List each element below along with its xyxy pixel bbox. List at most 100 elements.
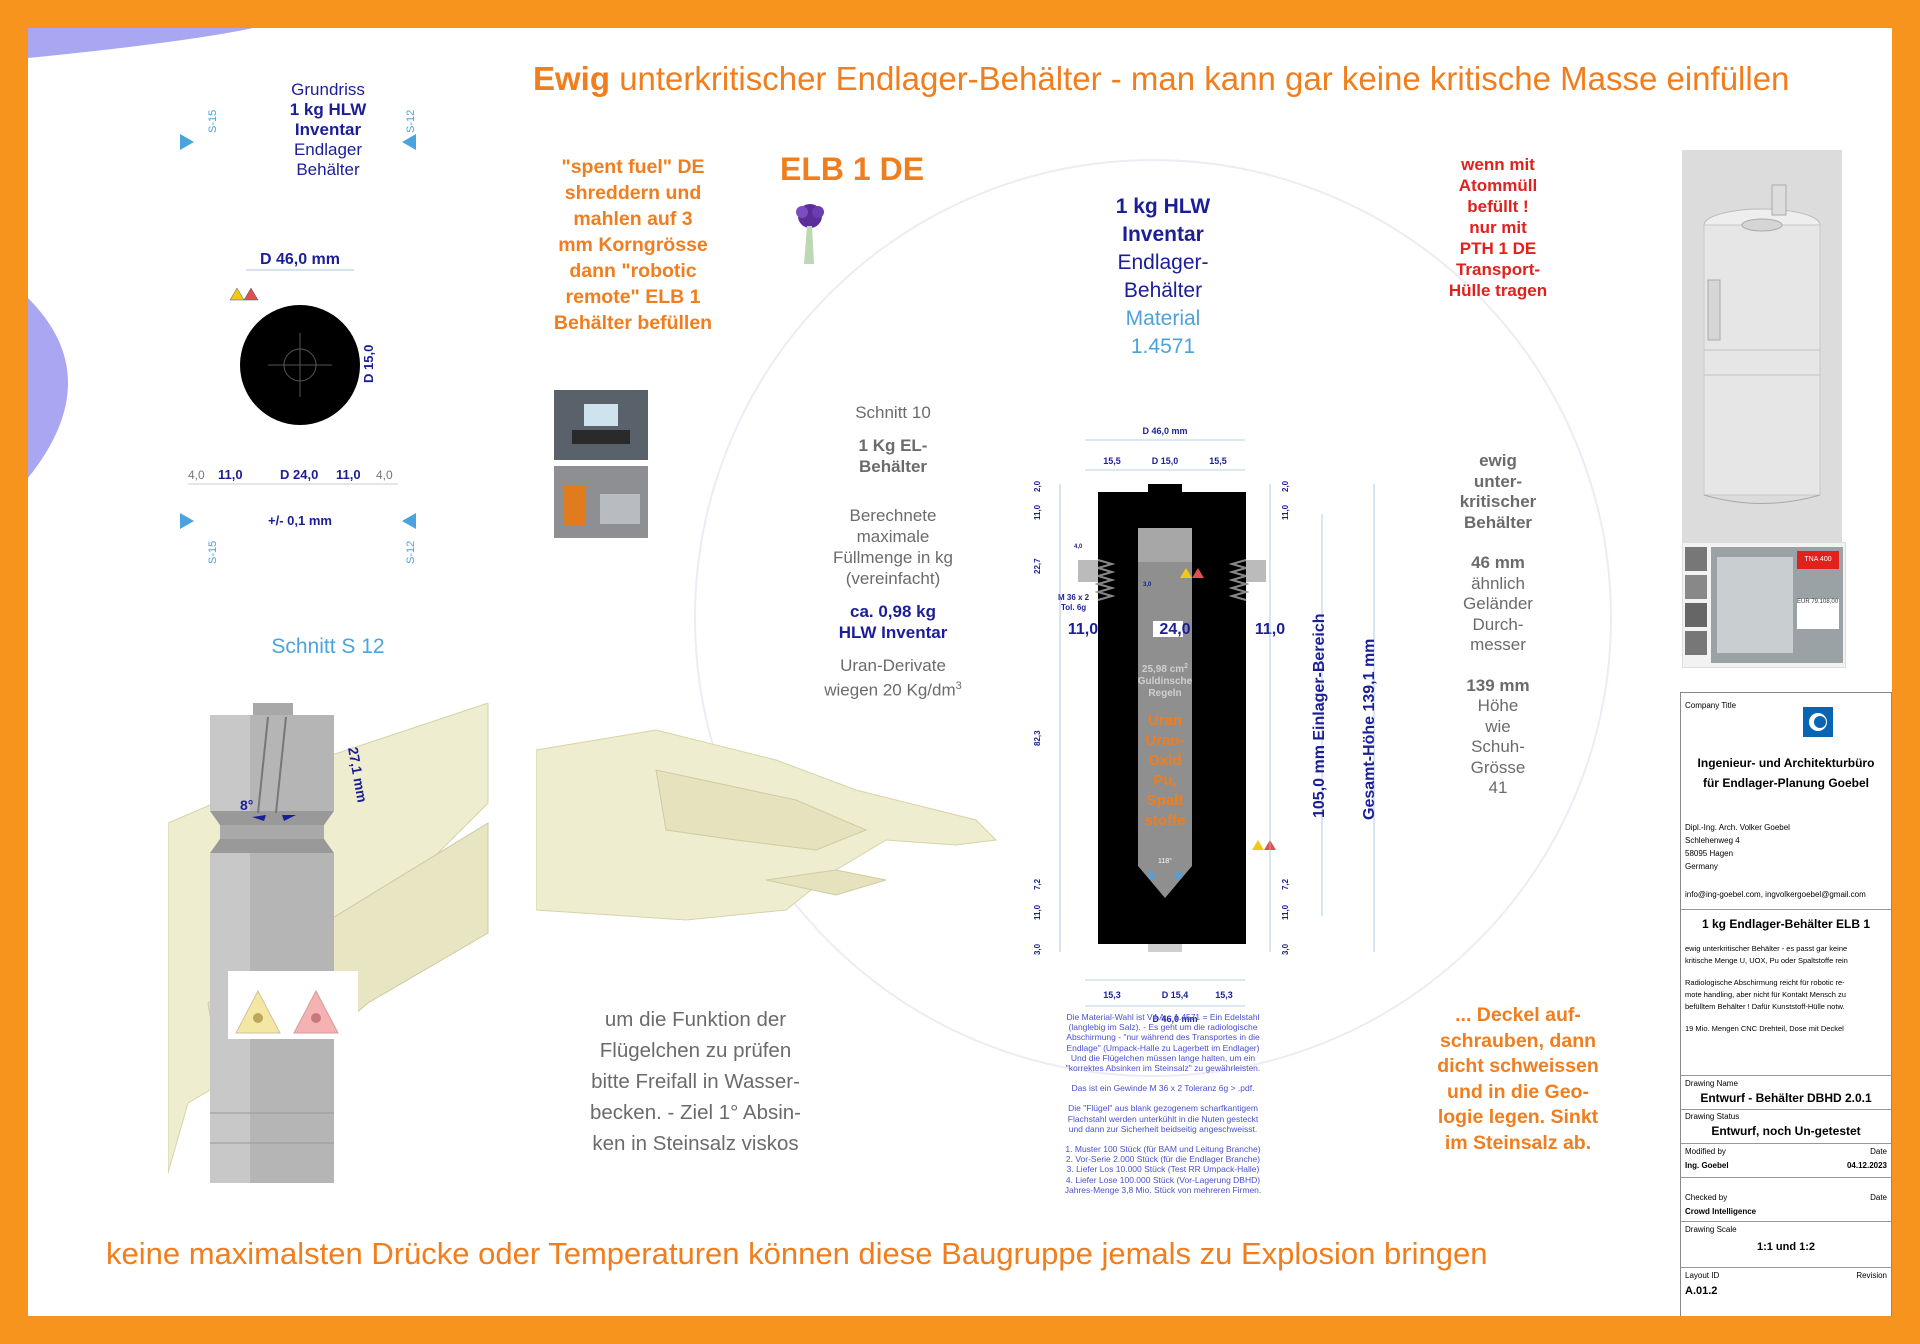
modified-by-label: Modified by	[1685, 1147, 1726, 1156]
dim-bottom-b: D 15,4	[1162, 990, 1189, 1000]
part-title: 1 kg Endlager-Behälter ELB 1	[1701, 917, 1871, 931]
checked-date-label: Date	[1870, 1193, 1887, 1202]
layout-id-label: Layout ID	[1685, 1271, 1720, 1280]
inventory-line: Behälter	[1123, 279, 1203, 302]
checked-by: Crowd Intelligence	[1685, 1207, 1757, 1216]
area-text-2: Guldinsche	[1138, 676, 1193, 687]
left-dim-6: 11,0	[1033, 904, 1042, 920]
spent-fuel-note: "spent fuel" DE shreddern und mahlen auf…	[528, 154, 738, 336]
page-title: Ewig unterkritischer Endlager-Behälter -…	[533, 60, 1853, 98]
inventory-line: 1 kg HLW	[1115, 195, 1211, 218]
right-dim-4: 11,0	[1281, 904, 1290, 920]
section10-calc: (vereinfacht)	[845, 569, 941, 588]
section10-heading: Schnitt 10	[855, 403, 931, 422]
contents-6: stoffe	[1145, 812, 1186, 829]
schnitt-s12-render: 27,1 mm 8°	[168, 703, 489, 1183]
warning-line: befüllt !	[1467, 197, 1529, 216]
lavender-swoosh-left	[28, 298, 68, 478]
robot-photo-bottom	[554, 466, 648, 538]
desc-line: 19 Mio. Mengen CNC Drehteil, Dose mit De…	[1685, 1024, 1844, 1033]
section10-notes: Schnitt 10 1 Kg EL- Behälter Berechnete …	[798, 402, 988, 701]
ewig-line: kritischer	[1459, 492, 1537, 511]
left-dim-4: 82,3	[1033, 730, 1042, 746]
row-dim-b: 24,0	[1159, 621, 1190, 638]
container-3d-render	[1682, 150, 1842, 550]
drawing-name-label: Drawing Name	[1685, 1079, 1738, 1088]
revision-label: Revision	[1856, 1271, 1887, 1280]
drawing-status-label: Drawing Status	[1685, 1112, 1740, 1121]
grundriss-line: Grundriss	[291, 80, 365, 99]
section10-sub: 1 Kg EL-	[858, 436, 928, 455]
thread-spec-1: M 36 x 2	[1058, 593, 1090, 602]
grundriss-dim-bottom-b: 11,0	[218, 467, 243, 482]
deckel-line: dicht schweissen	[1437, 1055, 1599, 1077]
material-line: "korrektes Absinken im Steinsalz" zu gew…	[1065, 1063, 1261, 1074]
funktion-line: becken. - Ziel 1° Absin-	[589, 1101, 802, 1124]
deckel-line: logie legen. Sinkt	[1437, 1106, 1599, 1128]
material-line: (langlebig im Salz). - Es geht um die ra…	[1068, 1022, 1258, 1033]
section10-uran: wiegen 20 Kg/dm	[824, 680, 956, 700]
ewig-line: unter-	[1473, 471, 1523, 491]
ewig-line: ewig	[1479, 451, 1517, 470]
spent-fuel-line: dann "robotic	[569, 260, 697, 282]
company-title-label: Company Title	[1685, 701, 1737, 710]
contents-2: Uran-	[1145, 732, 1184, 749]
material-line: Jahres-Menge 3,8 Mio. Stück von mehreren…	[1064, 1184, 1262, 1195]
left-dim-5: 7,2	[1033, 878, 1042, 890]
small-dim-a: 4,0	[1074, 544, 1083, 550]
grundriss-line: 1 kg HLW	[289, 100, 367, 119]
cnc-machine-image: TNA 400 EUR 79.108,00	[1682, 542, 1846, 668]
hand-render	[536, 729, 998, 921]
spent-fuel-line: mm Korngrösse	[558, 234, 708, 256]
section-arrow-s12-bottom	[402, 513, 416, 529]
desc-line: Radiologische Abschirmung reicht für rob…	[1685, 978, 1845, 987]
warning-line: wenn mit	[1461, 155, 1535, 174]
section-drawing: D 46,0 mm 15,5 D 15,0 15,5 25,98 cm2 Gul…	[1033, 426, 1378, 1024]
spent-fuel-line: mahlen auf 3	[573, 208, 693, 230]
grundriss-dim-top: D 46,0 mm	[260, 251, 340, 268]
title-emphasis: Ewig	[533, 60, 611, 97]
material-line: Abschirmung - "nur während des Transport…	[1066, 1032, 1260, 1043]
right-dim-3: 7,2	[1281, 878, 1290, 890]
dim-top-a: 15,5	[1103, 456, 1121, 466]
section10-calc: Berechnete	[849, 506, 937, 525]
ewig-line: Durch-	[1472, 614, 1524, 634]
ewig-line: 41	[1488, 778, 1508, 797]
spent-fuel-line: remote" ELB 1	[565, 286, 701, 308]
deckel-line: schrauben, dann	[1439, 1029, 1597, 1052]
title-block: Company Title Ingenieur- und Architektur…	[1680, 692, 1892, 1316]
right-dim-1: 2,0	[1281, 480, 1290, 492]
robot-photo-top	[554, 390, 648, 460]
ewig-line: Grösse	[1470, 757, 1526, 777]
ewig-line: wie	[1485, 716, 1511, 736]
material-line: 2. Vor-Serie 2.000 Stück (für die Endlag…	[1065, 1154, 1261, 1165]
warning-line: Hülle tragen	[1448, 281, 1548, 300]
company-logo-icon	[1803, 707, 1833, 737]
flower-bouquet-icon	[796, 204, 824, 264]
section10-result: ca. 0,98 kg	[849, 602, 936, 621]
right-dim-2: 11,0	[1281, 504, 1290, 520]
material-line: Die Material-Wahl ist V4 A = 1.4571 = Ei…	[1066, 1012, 1260, 1022]
warning-line: Atommüll	[1458, 176, 1538, 195]
spent-fuel-line: shreddern und	[564, 182, 702, 204]
address-line: Germany	[1685, 862, 1718, 871]
grundriss-line: Behälter	[296, 160, 360, 179]
layout-id: A.01.2	[1685, 1285, 1718, 1297]
atommuell-warning: wenn mit Atommüll befüllt ! nur mit PTH …	[1408, 154, 1588, 301]
warning-line: nur mit	[1469, 218, 1527, 237]
section10-calc: Füllmenge in kg	[832, 548, 953, 567]
material-line: Flachstahl werden unterkühlt in die Nute…	[1067, 1113, 1259, 1124]
grundriss-dim-bottom-a: 4,0	[188, 468, 205, 482]
left-dim-3: 22,7	[1033, 558, 1042, 574]
area-text-3: Regeln	[1148, 688, 1181, 699]
deckel-line: und in die Geo-	[1447, 1080, 1589, 1103]
modified-date: 04.12.2023	[1846, 1161, 1887, 1170]
dim-top-b: D 15,0	[1152, 456, 1179, 466]
spent-fuel-line: "spent fuel" DE	[561, 156, 705, 178]
ewig-line: messer	[1470, 635, 1526, 654]
funktion-line: bitte Freifall in Wasser-	[591, 1070, 800, 1093]
date-label: Date	[1870, 1147, 1887, 1156]
area-text-1: 25,98 cm2	[1142, 663, 1188, 675]
grundriss-dim-bottom-c: D 24,0	[280, 467, 318, 482]
inventory-line: Inventar	[1122, 223, 1204, 246]
